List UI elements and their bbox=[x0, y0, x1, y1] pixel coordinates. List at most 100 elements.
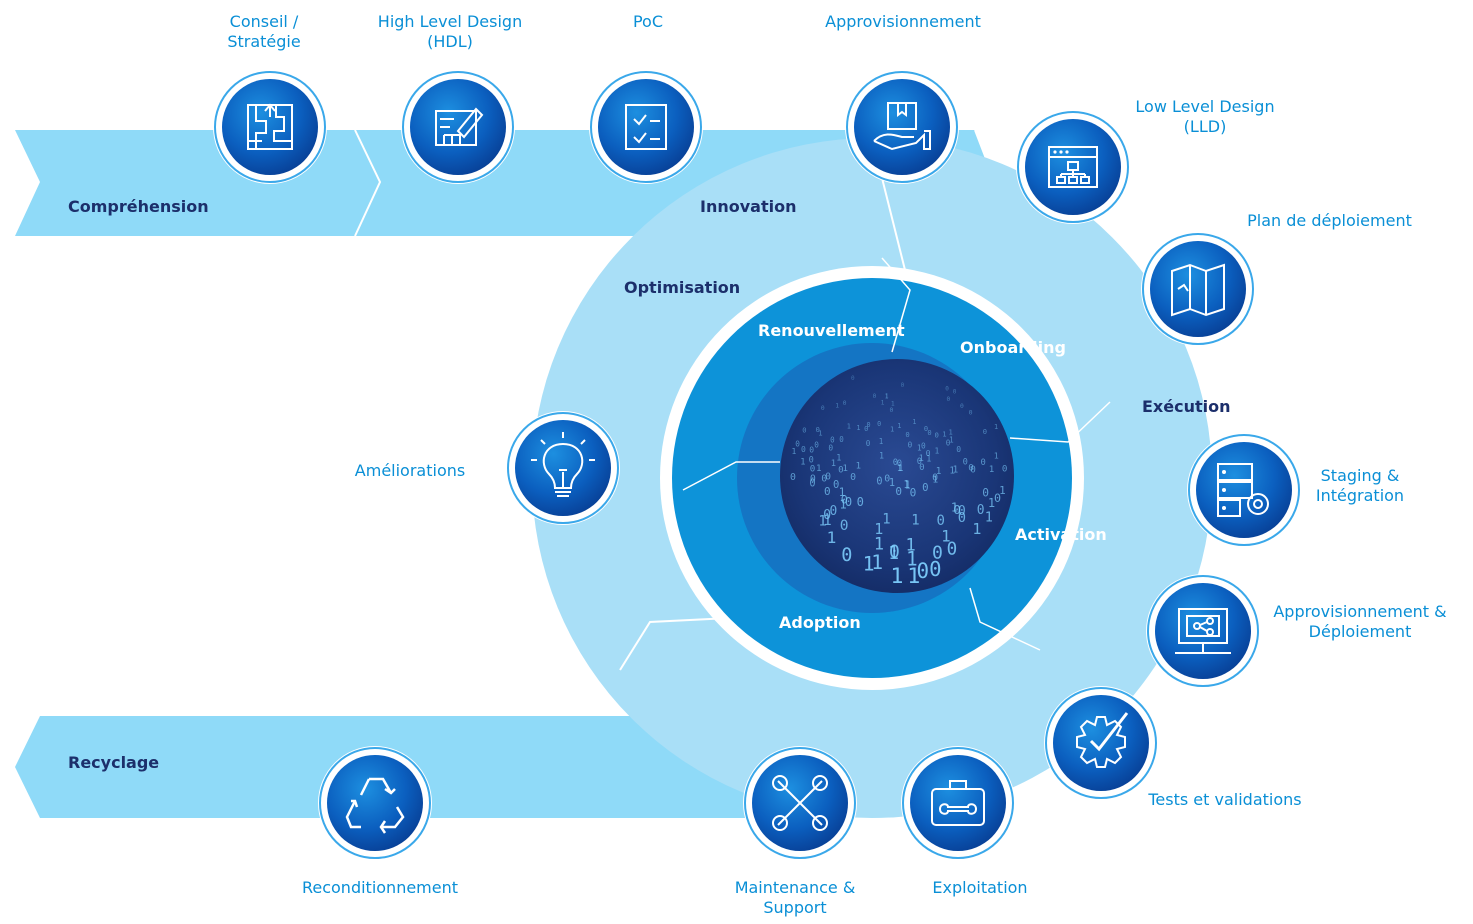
binary-digit: 0 bbox=[830, 435, 835, 444]
binary-digit: 0 bbox=[946, 439, 951, 448]
binary-digit: 0 bbox=[970, 464, 976, 475]
binary-digit: 1 bbox=[885, 393, 889, 400]
binary-digit: 1 bbox=[836, 454, 841, 464]
binary-digit: 0 bbox=[841, 493, 848, 507]
phase-optimisation: Optimisation bbox=[624, 278, 741, 297]
binary-digit: 1 bbox=[953, 465, 959, 476]
binary-digit: 0 bbox=[994, 491, 1001, 505]
binary-digit: 0 bbox=[969, 409, 973, 417]
binary-digit: 1 bbox=[792, 446, 797, 456]
binary-digit: 0 bbox=[795, 439, 800, 448]
label-lld-line1: Low Level Design bbox=[1135, 97, 1275, 116]
label-maintenance: Maintenance & Support bbox=[715, 878, 875, 918]
binary-digit: 0 bbox=[895, 485, 902, 498]
binary-digit: 0 bbox=[810, 464, 816, 475]
label-lld-line2: (LLD) bbox=[1183, 117, 1227, 136]
binary-digit: 1 bbox=[942, 430, 946, 439]
binary-digit: 1 bbox=[889, 477, 895, 489]
binary-digit: 1 bbox=[890, 564, 903, 589]
binary-digit: 0 bbox=[877, 420, 881, 428]
binary-digit: 0 bbox=[919, 463, 924, 473]
label-exploitation-line1: Exploitation bbox=[932, 878, 1028, 897]
binary-digit: 1 bbox=[843, 464, 848, 474]
binary-digit: 0 bbox=[956, 445, 961, 454]
binary-digit: 1 bbox=[951, 499, 959, 514]
inner-adoption: Adoption bbox=[779, 613, 861, 632]
binary-digit: 0 bbox=[884, 474, 890, 485]
binary-digit: 0 bbox=[960, 403, 964, 410]
gear-check-icon bbox=[1044, 686, 1158, 800]
label-approvisionnement-line1: Approvisionnement bbox=[825, 12, 981, 31]
label-plan-line1: Plan de déploiement bbox=[1247, 211, 1412, 230]
binary-digit: 1 bbox=[827, 528, 837, 547]
lightbulb-icon bbox=[506, 411, 620, 525]
binary-digit: 0 bbox=[910, 486, 917, 499]
label-hdl-line2: (HDL) bbox=[427, 32, 473, 51]
binary-digit: 0 bbox=[932, 542, 943, 563]
binary-digit: 0 bbox=[890, 406, 894, 414]
binary-digit: 0 bbox=[929, 557, 941, 581]
design-pencil-icon bbox=[401, 70, 515, 184]
binary-digit: 1 bbox=[936, 466, 942, 477]
binary-digit: 0 bbox=[802, 426, 806, 435]
binary-digit: 0 bbox=[845, 495, 852, 509]
binary-digit: 1 bbox=[985, 510, 993, 526]
label-reconditionnement: Reconditionnement bbox=[285, 878, 475, 898]
binary-digit: 1 bbox=[816, 463, 822, 474]
hand-box-icon bbox=[845, 70, 959, 184]
binary-digit: 1 bbox=[874, 520, 883, 538]
binary-digit: 0 bbox=[953, 389, 957, 396]
binary-digit: 0 bbox=[839, 435, 844, 444]
binary-digit: 0 bbox=[917, 457, 922, 467]
label-staging-line2: Intégration bbox=[1315, 486, 1405, 505]
binary-digit: 0 bbox=[809, 456, 814, 466]
binary-digit: 1 bbox=[835, 403, 839, 410]
binary-digit: 1 bbox=[949, 466, 955, 477]
binary-digit: 1 bbox=[898, 463, 904, 474]
binary-digit: 1 bbox=[888, 543, 899, 564]
binary-digit: 1 bbox=[800, 458, 805, 468]
label-poc: PoC bbox=[618, 12, 678, 32]
binary-digit: 1 bbox=[879, 451, 884, 461]
binary-digit: 1 bbox=[890, 426, 894, 434]
binary-digit: 0 bbox=[977, 503, 985, 518]
label-appro-deploiement-line2: Déploiement bbox=[1308, 622, 1412, 641]
binary-digit: 0 bbox=[825, 471, 831, 482]
binary-digit: 1 bbox=[897, 422, 901, 430]
binary-digit: 1 bbox=[881, 400, 885, 407]
label-tests: Tests et validations bbox=[1130, 790, 1320, 810]
map-icon bbox=[1141, 232, 1255, 346]
binary-digit: 1 bbox=[906, 535, 916, 555]
binary-digit: 0 bbox=[901, 382, 905, 389]
binary-digit: 1 bbox=[823, 513, 831, 529]
binary-digit: 1 bbox=[989, 464, 995, 475]
binary-digit: 0 bbox=[857, 495, 864, 509]
binary-digit: 1 bbox=[903, 479, 909, 491]
binary-digit: 1 bbox=[949, 436, 954, 445]
inner-renouvellement: Renouvellement bbox=[758, 321, 905, 340]
binary-digit: 1 bbox=[871, 551, 883, 574]
binary-digit: 0 bbox=[947, 540, 958, 560]
binary-digit: 1 bbox=[856, 424, 860, 432]
label-appro-deploiement: Approvisionnement & Déploiement bbox=[1262, 602, 1458, 642]
binary-digit: 0 bbox=[809, 478, 815, 490]
binary-digit: 1 bbox=[831, 459, 836, 469]
phase-execution: Exécution bbox=[1142, 397, 1231, 416]
binary-digit: 0 bbox=[828, 444, 833, 453]
binary-digit: 1 bbox=[935, 446, 940, 455]
binary-digit: 0 bbox=[953, 503, 961, 518]
binary-digit: 0 bbox=[921, 441, 926, 450]
binary-digit: 0 bbox=[873, 393, 877, 400]
binary-digit: 1 bbox=[818, 428, 822, 437]
binary-digit: 0 bbox=[963, 458, 968, 468]
binary-digit: 0 bbox=[821, 405, 825, 412]
binary-digit: 1 bbox=[856, 462, 861, 472]
data-core bbox=[780, 359, 1014, 593]
label-ameliorations: Améliorations bbox=[340, 461, 480, 481]
label-maintenance-line1: Maintenance & bbox=[734, 878, 856, 897]
binary-digit: 0 bbox=[945, 386, 949, 393]
label-tests-line1: Tests et validations bbox=[1148, 790, 1302, 809]
label-poc-line1: PoC bbox=[632, 12, 664, 31]
binary-digit: 0 bbox=[922, 481, 928, 494]
phase-innovation: Innovation bbox=[700, 197, 797, 216]
